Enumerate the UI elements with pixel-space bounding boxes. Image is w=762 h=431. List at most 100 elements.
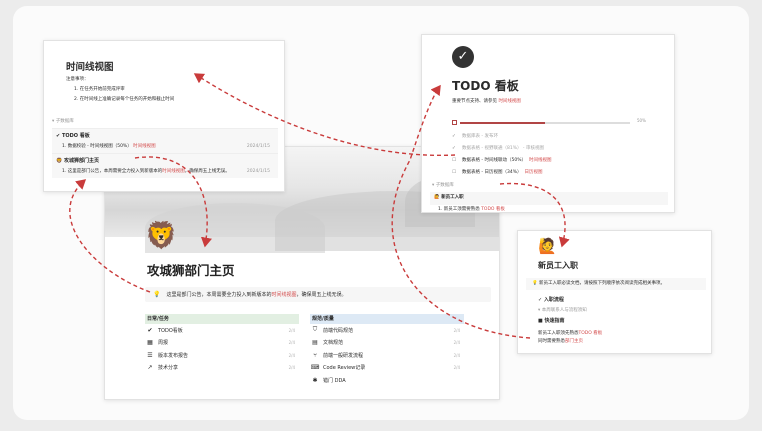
todo-item[interactable]: ✓数据库表 - 发布环 — [452, 133, 498, 139]
link-row-count: 2/4 — [288, 352, 295, 358]
link-row-label: 版本发布报告 — [158, 352, 189, 359]
todo-item[interactable]: ✓ 数据表格 - 视野联通（81%） - 审核视图 — [452, 145, 544, 151]
group-row-meta: 2024/1/15 — [246, 144, 270, 149]
timeline-group-todo[interactable]: ✔ TODO 看板 1. 数据校验 - 时间线视图（50%） 时间线视图 2024… — [52, 128, 278, 154]
link-row[interactable]: ☰ 版本发布报告 2/4 — [145, 349, 299, 362]
group-row-link[interactable]: TODO 看板 — [481, 206, 505, 212]
link-row-count: 2/4 — [288, 340, 295, 346]
check-circle-icon: ✓ — [452, 46, 474, 68]
link-row-label: TODO看板 — [158, 327, 183, 334]
lion-icon: 🦁 — [56, 158, 63, 164]
link-row-count: 2/4 — [453, 352, 460, 358]
todo-item-text: 数据表格 - 视野联通（81%） - 审核视图 — [462, 146, 544, 151]
link-row-label: Code Review记录 — [323, 365, 366, 372]
progress-fill — [460, 122, 545, 124]
todo-subtitle: 重要节点支持、请参见 时间线视图 — [452, 99, 521, 104]
announcement-callout: 💡这里是部门公告，本周需要全力投入到新版本的时间线视图，确保周五上线无误。 — [145, 287, 491, 302]
group-header: TODO 看板 — [61, 133, 90, 139]
arrow-todo-to-onboarding — [499, 182, 570, 248]
group-header: 攻城狮部门主页 — [63, 158, 99, 164]
person-icon: 🙋 — [538, 237, 557, 255]
link-row-label: 前端一般研发流程 — [323, 352, 364, 359]
link-row-label: 文档规范 — [323, 340, 344, 347]
toggle-list[interactable]: ▾ 本周联系人与流程须知 — [538, 308, 587, 313]
bug-icon: ✱ — [312, 376, 318, 384]
server-icon: ☰ — [147, 351, 153, 359]
daily-tasks-section: 日常/任务 ✔ TODO看板 2/4 ▦ 周报 2/4 ☰ 版本发布报告 2/4 ↗ 技术分享 2/4 — [145, 314, 299, 374]
group-row-link[interactable]: 时间线视图 — [162, 169, 185, 174]
check-circle-icon: ✔ — [147, 326, 153, 334]
onboarding-link-row: 新员工入职须先熟悉TODO 看板 — [538, 331, 603, 336]
timeline-note: 注意事项： — [66, 77, 89, 82]
todo-item[interactable]: ☐ 数据表格 - 日历视图（34%）日历视图 — [452, 169, 543, 175]
link-row-label: 周报 — [158, 340, 169, 347]
onboarding-link[interactable]: 部门主页 — [565, 339, 583, 344]
arrow-timeline-to-home — [134, 156, 212, 248]
todo-item-text: 数据表格 - 日历视图（34%） — [462, 170, 522, 175]
todo-item-link[interactable]: 日历视图 — [524, 170, 543, 175]
lion-page-icon[interactable]: 🦁 — [145, 221, 178, 251]
link-row[interactable]: ✔ TODO看板 2/4 — [145, 324, 299, 337]
timeline-list-item: 1. 在任务开始前完成评审 — [74, 87, 125, 92]
section-header: 规范/质量 — [310, 314, 464, 324]
timeline-list-item: 2. 在时间线上准确记录每个任务的开始和截止时间 — [74, 97, 175, 103]
timeline-group-home[interactable]: 🦁 攻城狮部门主页 1. 这里是部门公告，本周需要全力投入到新版本的时间线视图，… — [52, 153, 278, 179]
link-row-count: 2/4 — [288, 365, 295, 371]
sub-database-label[interactable]: ▾ 子数据库 — [52, 119, 74, 124]
onboarding-callout: 💡 新员工入职必读文档，请按照下列顺序依次阅读完成相关事项。 — [526, 278, 706, 290]
checkbox-icon — [452, 120, 457, 125]
link-row[interactable]: ↗ 技术分享 2/4 — [145, 362, 299, 375]
subtitle-link[interactable]: 时间线视图 — [498, 99, 521, 104]
onboarding-card: 🙋 新员工入职 💡 新员工入职必读文档，请按照下列顺序依次阅读完成相关事项。 ✓… — [517, 230, 712, 354]
callout-text: 这里是部门公告，本周需要全力投入到新版本的 — [166, 292, 272, 298]
link-row[interactable]: ▦ 周报 2/4 — [145, 337, 299, 350]
calendar-icon: ▦ — [147, 339, 153, 347]
onboarding-link[interactable]: TODO 看板 — [578, 331, 603, 336]
callout-suffix: ，确保周五上线无误。 — [296, 292, 347, 298]
section-header: 日常/任务 — [145, 314, 299, 324]
share-icon: ↗ — [147, 364, 153, 372]
onboarding-heading: ■ 快速指南 — [538, 318, 565, 324]
timeline-title: 时间线视图 — [66, 62, 114, 73]
link-row-count: 2/4 — [453, 340, 460, 346]
page-title: 攻城狮部门主页 — [147, 263, 235, 278]
progress-label: 50% — [637, 118, 646, 123]
todo-sub-database: ▾ 子数据库 🙋 新员工入职 1. 新员工须需要熟悉 TODO 看板 — [430, 183, 668, 212]
callout-link[interactable]: 时间线视图 — [271, 292, 297, 298]
todo-title: TODO 看板 — [452, 79, 519, 93]
group-row: 1. 这里是部门公告，本周需要全力投入到新版本的 — [62, 169, 163, 174]
link-row-label: 前端代码规范 — [323, 327, 354, 334]
onboarding-link-row: 同时需要熟悉部门主页 — [538, 339, 583, 344]
checkbox-icon[interactable]: ☐ — [452, 170, 457, 175]
arrow-onboarding-to-todo — [391, 84, 531, 339]
checkmark-icon[interactable]: ✓ — [452, 146, 456, 151]
onboarding-heading: ✓ 入职流程 — [538, 297, 564, 303]
checkbox-icon[interactable]: ☐ — [452, 158, 457, 163]
shield-icon: ⛉ — [312, 326, 318, 334]
group-row: 1. 数据校验 - 时间线视图（50%） — [62, 144, 132, 149]
link-row-count: 2/4 — [453, 365, 460, 371]
checkmark-icon[interactable]: ✓ — [452, 134, 456, 139]
group-row-suffix: ，确保周五上线无误。 — [184, 169, 230, 174]
todo-item[interactable]: ☐数据表格 - 时间线联动（50%）时间线视图 — [452, 157, 552, 163]
group-row-link[interactable]: 时间线视图 — [133, 144, 156, 149]
group-header[interactable]: 🙋 新员工入职 — [430, 192, 668, 205]
link-row-label: 错门 DDA — [323, 377, 346, 384]
onboarding-title: 新员工入职 — [538, 261, 578, 270]
link-row-label: 技术分享 — [158, 365, 179, 372]
link-row[interactable]: ✱ 错门 DDA — [310, 374, 464, 387]
todo-board-card: ✓ TODO 看板 重要节点支持、请参见 时间线视图 50% ✓数据库表 - 发… — [421, 34, 675, 213]
check-circle-icon: ✔ — [56, 133, 61, 139]
git-icon: ⑂ — [313, 351, 317, 359]
todo-item-link[interactable]: 时间线视图 — [529, 158, 552, 163]
link-row-count: 2/4 — [288, 327, 295, 333]
sub-database-label[interactable]: ▾ 子数据库 — [432, 183, 454, 188]
link-row[interactable]: ⑂ 前端一般研发流程 2/4 — [310, 349, 464, 362]
progress-bar: 50% — [452, 118, 658, 126]
group-row: 1. 新员工须需要熟悉 — [438, 206, 480, 212]
